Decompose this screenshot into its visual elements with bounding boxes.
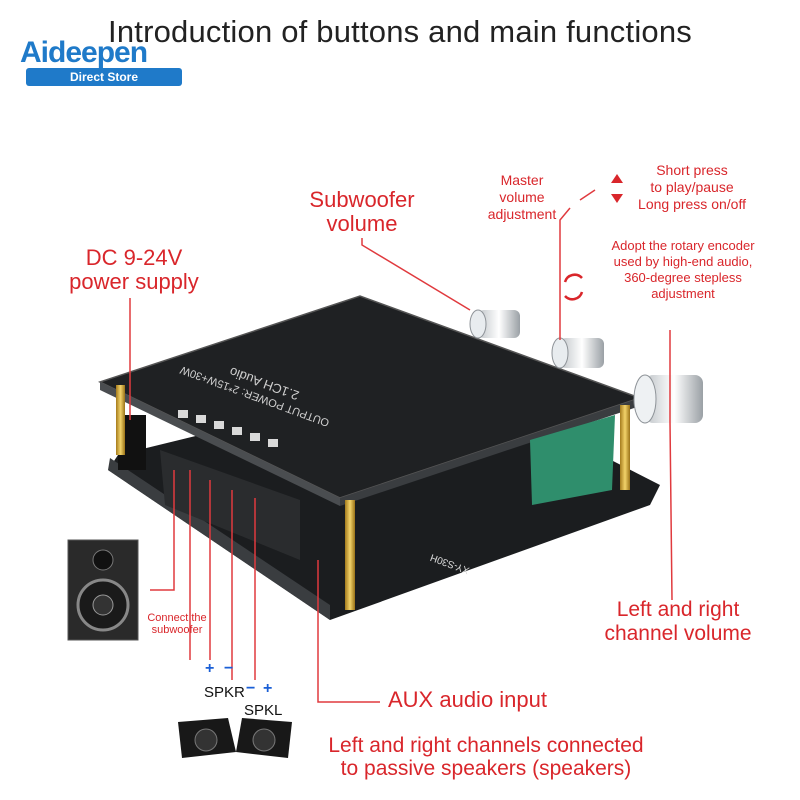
spkr-minus-sign: − <box>224 660 234 677</box>
passive-speakers-line1: Left and right channels connected <box>328 734 644 757</box>
brand-subtitle: Direct Store <box>26 68 182 86</box>
lr-volume-label: Left and right channel volume <box>588 598 768 646</box>
master-volume-line2: volume <box>499 189 545 205</box>
knob-lr-volume <box>633 374 703 424</box>
subwoofer-volume-label: Subwoofer volume <box>292 188 432 236</box>
knob-subwoofer <box>469 309 520 339</box>
page-title: Introduction of buttons and main functio… <box>108 14 692 49</box>
lr-volume-line1: Left and right <box>616 598 740 621</box>
terminal-block <box>160 450 300 560</box>
connect-subwoofer-line1: Connect the <box>147 612 207 624</box>
knob-master <box>551 337 604 369</box>
spkr-label: SPKR <box>204 684 245 701</box>
spkl-plus-sign: + <box>263 680 273 697</box>
brand-logo: Aideepen <box>20 36 148 70</box>
passive-speaker-left <box>178 718 236 758</box>
dc-power-line1: DC 9-24V <box>85 245 183 270</box>
connect-subwoofer-line2: subwoofer <box>151 624 203 636</box>
master-volume-line3: adjustment <box>487 206 557 222</box>
press-line1: Short press <box>656 162 728 178</box>
master-volume-line1: Master <box>500 172 544 188</box>
up-down-arrow-icon <box>611 174 623 203</box>
encoder-line2: used by high-end audio, <box>613 254 753 269</box>
standoff-front <box>345 500 355 610</box>
standoff-left <box>116 385 125 455</box>
press-line3: Long press on/off <box>638 196 746 212</box>
press-line2: to play/pause <box>650 179 734 195</box>
subwoofer-speaker <box>67 539 139 641</box>
press-function-label: Short press to play/pause Long press on/… <box>622 162 762 213</box>
encoder-line1: Adopt the rotary encoder <box>611 238 755 253</box>
passive-speaker-right <box>236 718 292 758</box>
spkl-minus-sign: − <box>246 680 256 697</box>
aux-input-label: AUX audio input <box>388 687 547 712</box>
encoder-line3: 360-degree stepless <box>624 270 742 285</box>
passive-speakers-label: Left and right channels connected to pas… <box>296 734 676 780</box>
dc-power-label: DC 9-24V power supply <box>54 246 214 294</box>
dc-power-line2: power supply <box>69 269 199 294</box>
brand-name: Aideepen <box>20 36 148 69</box>
encoder-line4: adjustment <box>651 286 715 301</box>
spkl-label: SPKL <box>244 702 283 719</box>
subwoofer-volume-line1: Subwoofer <box>309 187 415 212</box>
potentiometer-module <box>530 415 615 505</box>
passive-speakers-line2: to passive speakers (speakers) <box>340 757 632 780</box>
pcb-edge <box>108 458 330 620</box>
encoder-label: Adopt the rotary encoder used by high-en… <box>588 238 778 302</box>
spkr-plus-sign: + <box>205 660 215 677</box>
lr-volume-line2: channel volume <box>604 622 752 645</box>
callout-lines <box>129 189 673 703</box>
subwoofer-volume-line2: volume <box>326 211 398 236</box>
rotation-icon <box>563 273 584 301</box>
standoff-right <box>620 405 630 490</box>
top-panel-edge <box>100 382 340 506</box>
connect-subwoofer-label: Connect the subwoofer <box>136 612 218 636</box>
master-volume-label: Master volume adjustment <box>472 172 572 223</box>
